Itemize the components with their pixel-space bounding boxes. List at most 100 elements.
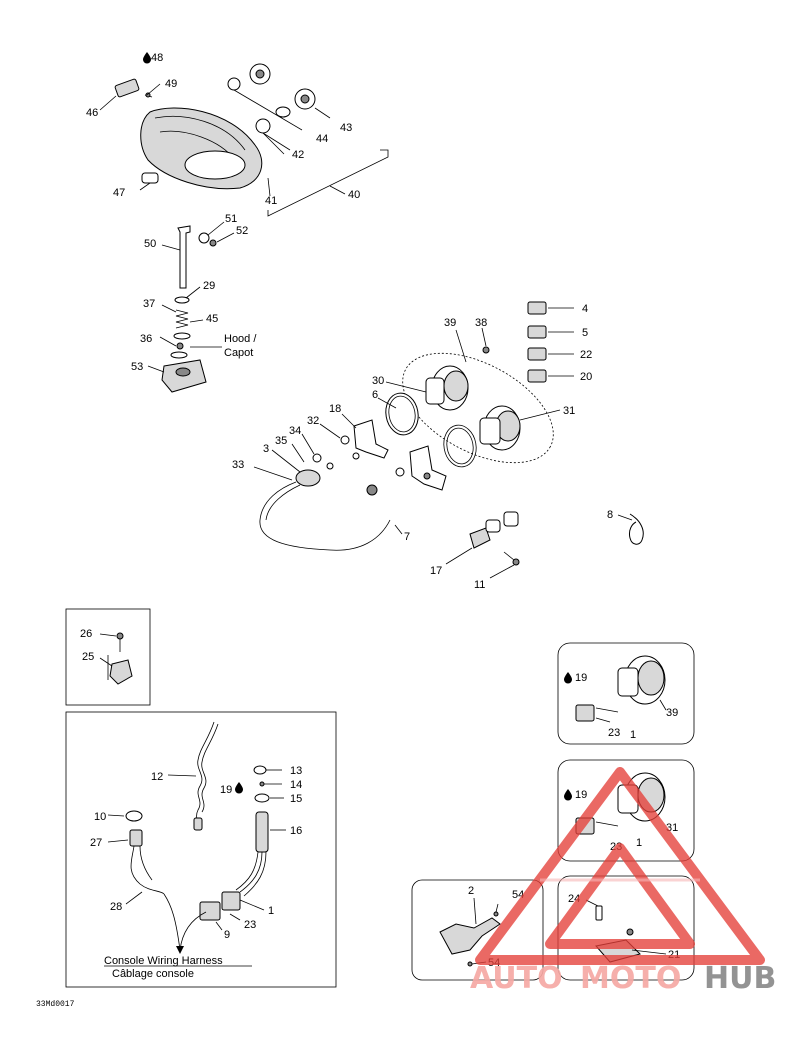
callout-22: 22 [580,349,592,361]
connector-23-detail [575,704,595,722]
indicator-light-5 [527,325,547,339]
tie-strap [629,513,644,545]
callout-34: 34 [289,425,301,437]
callout-4: 4 [582,303,588,315]
bulb [227,77,241,91]
callout-26: 26 [80,628,92,640]
callout-17: 17 [430,565,442,577]
gauge-cluster-group: 39 38 4 5 22 20 30 6 31 18 32 34 35 3 33… [232,301,644,591]
watermark-moto: MOTO [580,961,681,996]
callout-5: 5 [582,327,588,339]
bulb-socket [255,118,271,134]
callout-45: 45 [206,313,218,325]
callout-40: 40 [348,189,360,201]
o-ring-2 [443,424,477,468]
callout-25: 25 [82,651,94,663]
callout-36: 36 [140,333,152,345]
callout-14: 14 [290,779,302,791]
switch-bracket [109,659,133,685]
mounting-pad [295,469,321,487]
inset-box-gauge-39: 19 1 39 23 [557,642,695,745]
callout-43: 43 [340,122,352,134]
light-clip [141,172,159,184]
callout-3: 3 [263,443,269,455]
adjuster-rod [177,225,191,289]
callout-16: 16 [290,825,302,837]
hood-label-fr: Capot [224,347,253,359]
hood-label-en: Hood / [224,333,257,345]
callout-19b: 19 [575,672,587,684]
callout-8: 8 [607,509,613,521]
arrow-left [163,893,181,951]
o-ring [385,392,419,436]
callout-41: 41 [265,195,277,207]
callout-23a: 23 [244,919,256,931]
callout-19a: 19 [220,784,232,796]
callout-15: 15 [290,793,302,805]
callout-47: 47 [113,187,125,199]
callout-1b: 1 [630,729,636,741]
callout-13: 13 [290,765,302,777]
watermark-auto: AUTO [470,961,563,996]
gauge-bracket [353,419,389,459]
callout-19c: 19 [575,789,587,801]
callout-44: 44 [316,133,328,145]
callout-29: 29 [203,280,215,292]
callout-30: 30 [372,375,384,387]
oil-drop-icon-19 [235,782,243,794]
callout-37: 37 [143,298,155,310]
callout-23b: 23 [608,727,620,739]
spring [175,309,189,329]
callout-28: 28 [110,901,122,913]
callout-38: 38 [475,317,487,329]
wire-connector [469,527,491,549]
harness-connector-9 [199,901,221,921]
inset-box-harness: 12 13 14 19 15 10 27 16 28 1 23 9 Consol… [65,711,337,988]
callout-35: 35 [275,435,287,447]
callout-52: 52 [236,225,248,237]
callout-7: 7 [404,531,410,543]
callout-1a: 1 [268,905,274,917]
adjuster-bracket [114,78,140,98]
gauge-bracket-2 [409,445,447,491]
callout-46: 46 [86,107,98,119]
callout-6: 6 [372,389,378,401]
adjuster-rod-group: 51 52 50 29 37 45 36 53 Hood / Capot [131,213,257,393]
indicator-light-22 [527,347,547,361]
indicator-light-20 [527,369,547,383]
inset-box-switch: 26 25 [65,608,151,706]
washer [198,232,210,244]
console-bracket [439,917,501,955]
callout-20: 20 [580,371,592,383]
speedometer-cable [259,481,391,551]
harness-connector-27 [129,829,143,847]
callout-33: 33 [232,459,244,471]
callout-49: 49 [165,78,177,90]
console-caption-fr: Câblage console [112,968,194,980]
indicator-light-4 [527,301,547,315]
oil-drop-icon [143,52,151,64]
callout-42: 42 [292,149,304,161]
oil-drop-icon-19b [564,672,572,684]
figure-code: 33Md0017 [36,1000,75,1009]
watermark-triangle-icon [475,767,765,965]
callout-39: 39 [444,317,456,329]
callout-11: 11 [474,579,485,591]
callout-48: 48 [151,52,163,64]
oil-drop-icon-19c [564,789,572,801]
watermark-hub: HUB [704,961,776,996]
callout-1c: 1 [636,837,642,849]
callout-50: 50 [144,238,156,250]
harness-wire [196,721,215,831]
callout-18: 18 [329,403,341,415]
callout-12: 12 [151,771,163,783]
callout-27: 27 [90,837,102,849]
watermark-logo: AUTO MOTO HUB [470,767,776,996]
headlamp-group: 48 49 46 43 44 42 47 41 40 [86,52,389,217]
callout-53: 53 [131,361,143,373]
callout-31: 31 [563,405,575,417]
callout-51: 51 [225,213,237,225]
callout-10: 10 [94,811,106,823]
callout-2: 2 [468,885,474,897]
